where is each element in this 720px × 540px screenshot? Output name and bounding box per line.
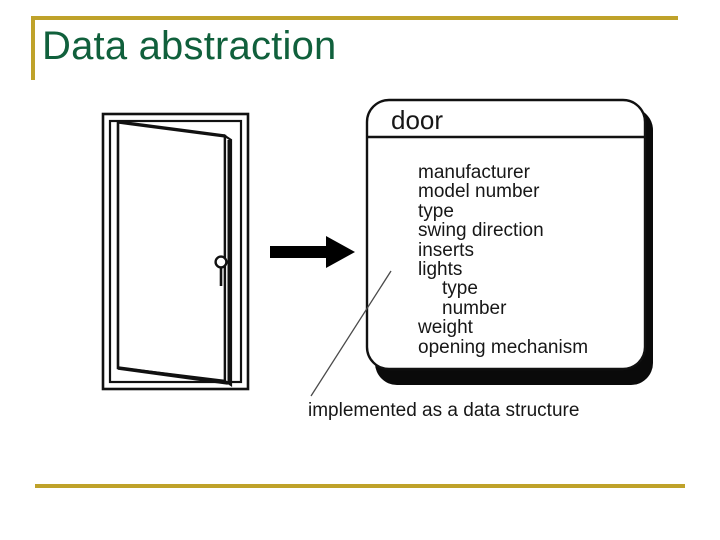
caption-leader-line	[310, 270, 392, 397]
list-item: lights	[418, 259, 463, 281]
door-panel	[116, 120, 233, 388]
list-item: inserts	[418, 239, 474, 261]
list-item: swing direction	[418, 220, 544, 242]
class-box	[365, 98, 653, 385]
list-item: type	[418, 200, 454, 222]
class-box-attribute-list: manufacturer model number type swing dir…	[418, 163, 648, 357]
class-box-title: door	[391, 105, 444, 135]
list-item: number	[442, 297, 507, 319]
list-item: weight	[418, 317, 473, 339]
keyhole-icon	[214, 255, 228, 286]
title-rule-left	[31, 16, 35, 80]
list-item: manufacturer	[418, 162, 530, 183]
list-item: model number	[418, 181, 540, 203]
page-title: Data abstraction	[42, 24, 337, 68]
right-arrow	[270, 236, 355, 268]
figure-caption: implemented as a data structure	[308, 400, 580, 421]
footer-rule	[35, 484, 685, 488]
list-item: type	[442, 278, 478, 300]
title-rule-top	[31, 16, 678, 20]
list-item: opening mechanism	[418, 336, 589, 358]
